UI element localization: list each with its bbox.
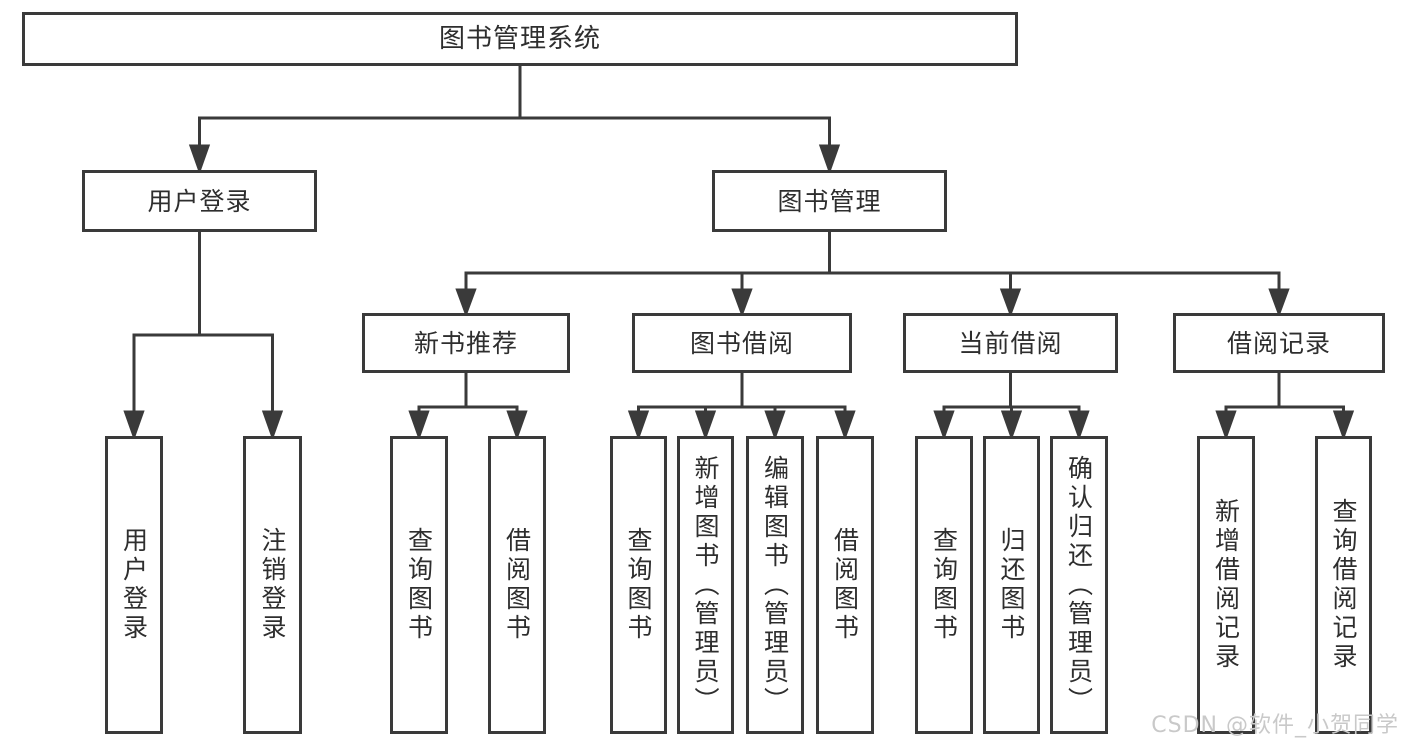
leaf-borrow-books: 借阅图书 (816, 436, 874, 734)
node-new-book-recommend: 新书推荐 (362, 313, 570, 373)
node-borrow-records: 借阅记录 (1173, 313, 1385, 373)
node-label: 图书借阅 (689, 328, 794, 358)
leaf-label: 借阅图书 (502, 527, 532, 643)
arrowhead (506, 410, 528, 441)
leaf-user-login: 用户登录 (105, 436, 163, 734)
leaf-query-books-recommend: 查询图书 (390, 436, 448, 734)
leaf-label: 查询图书 (929, 527, 959, 643)
connector-line (942, 373, 1081, 414)
leaf-label: 新增图书（管理员） (691, 454, 720, 716)
node-library-system: 图书管理系统 (22, 12, 1018, 66)
connector-book-borrow-to-leaves (627, 373, 856, 441)
node-user-login: 用户登录 (82, 170, 317, 232)
connector-current-borrow-to-leaves (933, 373, 1090, 441)
connector-line (1224, 373, 1345, 414)
leaf-logout: 注销登录 (243, 436, 302, 734)
connector-line (637, 373, 847, 414)
connector-line (464, 232, 1281, 292)
node-label: 借阅记录 (1226, 328, 1331, 358)
leaf-label: 归还图书 (997, 527, 1026, 643)
node-label: 当前借阅 (958, 328, 1063, 358)
connector-line (417, 373, 519, 414)
node-label: 用户登录 (147, 186, 252, 216)
arrowhead (1000, 410, 1023, 441)
arrowhead (999, 288, 1022, 318)
leaf-add-books-admin: 新增图书（管理员） (677, 436, 734, 734)
arrowhead (1215, 410, 1237, 441)
leaf-query-books-borrow: 查询图书 (610, 436, 667, 734)
node-book-management: 图书管理 (712, 170, 947, 232)
arrowhead (731, 288, 753, 318)
arrowhead (455, 288, 477, 318)
leaf-label: 查询借阅记录 (1329, 498, 1358, 672)
arrowhead (933, 410, 955, 441)
arrowhead (188, 144, 211, 175)
node-current-borrow: 当前借阅 (903, 313, 1118, 373)
leaf-query-books-current: 查询图书 (915, 436, 973, 734)
node-book-borrow: 图书借阅 (632, 313, 852, 373)
leaf-label: 查询图书 (624, 527, 653, 643)
node-label: 图书管理 (777, 186, 882, 216)
leaf-label: 编辑图书（管理员） (760, 454, 790, 716)
leaf-label: 注销登录 (258, 527, 287, 643)
arrowhead (123, 410, 145, 441)
arrowhead (408, 410, 430, 441)
connector-borrow-records-to-leaves (1215, 373, 1355, 441)
watermark: CSDN @软件_小贺同学 (1151, 713, 1399, 738)
arrowhead (818, 144, 841, 175)
leaf-label: 查询图书 (404, 527, 434, 643)
arrowhead (834, 410, 856, 441)
leaf-label: 新增借阅记录 (1211, 498, 1241, 672)
connector-book-management-to-level2 (455, 232, 1290, 318)
leaf-query-borrow-record: 查询借阅记录 (1315, 436, 1372, 734)
leaf-label: 用户登录 (119, 527, 149, 643)
connector-user-login-to-leaves (123, 232, 284, 441)
arrowhead (627, 410, 650, 441)
leaf-confirm-return-admin: 确认归还（管理员） (1050, 436, 1108, 734)
arrowhead (694, 410, 717, 441)
connector-root-to-level1 (188, 66, 841, 175)
arrowhead (261, 410, 284, 441)
leaf-label: 确认归还（管理员） (1064, 454, 1094, 716)
arrowhead (1268, 288, 1290, 318)
connector-line (198, 66, 831, 148)
leaf-add-borrow-record: 新增借阅记录 (1197, 436, 1255, 734)
connector-new-book-to-leaves (408, 373, 528, 441)
connector-line (132, 232, 274, 414)
leaf-borrow-books-recommend: 借阅图书 (488, 436, 546, 734)
leaf-label: 借阅图书 (830, 527, 860, 643)
arrowhead (1332, 410, 1355, 441)
node-label: 图书管理系统 (438, 24, 601, 54)
leaf-return-books: 归还图书 (983, 436, 1040, 734)
arrowhead (1068, 410, 1090, 441)
leaf-edit-books-admin: 编辑图书（管理员） (746, 436, 804, 734)
node-label: 新书推荐 (413, 328, 518, 358)
arrowhead (764, 410, 786, 441)
